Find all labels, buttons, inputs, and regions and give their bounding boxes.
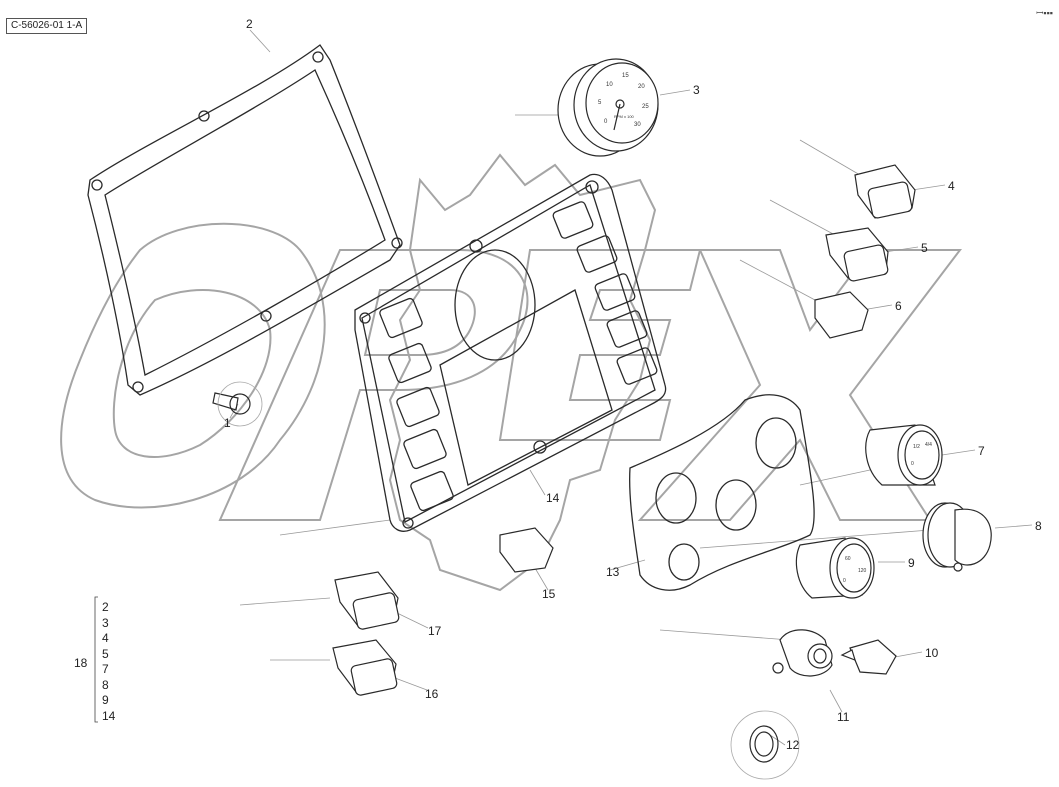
group-item: 5 [102, 647, 109, 661]
tachometer-gauge [557, 58, 659, 157]
rocker-switch-5 [825, 227, 889, 282]
group-item: 2 [102, 600, 109, 614]
group-item: 7 [102, 662, 109, 676]
fuel-gauge-scale: 1/2 4/4 0 [911, 442, 932, 467]
tach-tick: 15 [622, 73, 629, 79]
callout-16: 16 [425, 687, 439, 701]
callout-5: 5 [921, 241, 928, 255]
callout-10: 10 [925, 646, 939, 660]
tachometer-scale: 0 5 10 15 20 25 30 RPM x 100 [598, 73, 649, 128]
tach-tick: 10 [606, 82, 613, 88]
temp-gauge-9 [795, 537, 875, 599]
ignition-switch-11 [772, 629, 833, 677]
fuel-tick: 0 [911, 461, 914, 467]
callout-11: 11 [837, 710, 850, 724]
callout-12: 12 [786, 738, 800, 752]
rocker-switch-16 [332, 639, 398, 696]
callout-15: 15 [542, 587, 556, 601]
tach-tick: 5 [598, 100, 602, 106]
rocker-switch-17 [334, 571, 400, 630]
callout-8: 8 [1035, 519, 1042, 533]
callout-1: 1 [224, 416, 231, 430]
gauge-panel [629, 394, 815, 591]
temp-gauge-scale: 60 120 0 [843, 556, 867, 584]
group-item: 3 [102, 616, 109, 630]
callout-7: 7 [978, 444, 985, 458]
tach-unit: RPM x 100 [614, 114, 635, 119]
temp-tick: 60 [845, 556, 851, 562]
rocker-switch-4 [854, 164, 916, 219]
tach-tick: 25 [642, 104, 649, 110]
group-item: 8 [102, 678, 109, 692]
callout-9: 9 [908, 556, 915, 570]
callout-4: 4 [948, 179, 955, 193]
ignition-key-10 [840, 639, 897, 675]
tach-tick: 20 [638, 84, 645, 90]
callout-17: 17 [428, 624, 442, 638]
screw-part [212, 381, 263, 427]
blank-plug-6 [814, 291, 869, 339]
tach-tick: 0 [604, 119, 608, 125]
callout-14: 14 [546, 491, 560, 505]
document-code: C-56026-01 1-A [6, 18, 88, 34]
callout-2: 2 [246, 17, 253, 31]
fuel-tick: 1/2 [913, 444, 920, 450]
callout-6: 6 [895, 299, 902, 313]
group-label: 18 [74, 656, 88, 670]
dash-panel [354, 173, 667, 532]
group-18: 18 2 3 4 5 7 8 9 14 [74, 596, 116, 723]
temp-tick: 0 [843, 578, 846, 584]
callout-13: 13 [606, 565, 620, 579]
group-item: 4 [102, 631, 109, 645]
ring-nut-12 [730, 710, 800, 780]
corner-logo: ꟷ▪▪▪ [1036, 8, 1053, 18]
gasket-frame [87, 44, 403, 396]
blank-plug-15 [499, 527, 554, 573]
tach-tick: 30 [634, 122, 641, 128]
callout-3: 3 [693, 83, 700, 97]
fuel-gauge-7 [865, 424, 943, 486]
temp-tick: 120 [858, 568, 867, 574]
rotary-knob-8 [922, 502, 992, 572]
fuel-tick: 4/4 [925, 442, 932, 448]
group-item: 14 [102, 709, 116, 723]
group-item: 9 [102, 693, 109, 707]
callout-numbers: 1 2 3 4 5 6 7 8 9 10 11 12 13 14 15 16 1… [224, 17, 1042, 752]
